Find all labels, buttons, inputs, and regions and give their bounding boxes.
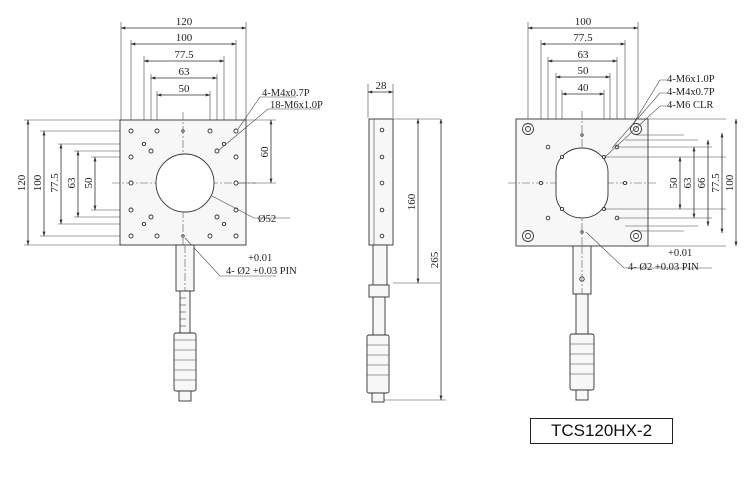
rear-clearance-holes	[522, 123, 642, 242]
front-dim-left-50: 50	[83, 177, 95, 189]
rear-pin-tolerance: +0.01	[668, 248, 692, 259]
front-dim-left-120: 120	[16, 174, 28, 191]
front-dim-top-50: 50	[179, 83, 191, 95]
rear-dim-right-63: 63	[682, 177, 694, 189]
side-micrometer-sleeve	[372, 296, 386, 336]
side-view: 28 160 265	[366, 80, 446, 403]
front-callout-m6: 18-M6x1.0P	[270, 100, 323, 111]
front-dim-left-63: 63	[66, 177, 78, 189]
side-micrometer-ratchet	[371, 392, 385, 403]
front-callout-m4: 4-M4x0.7P	[262, 88, 310, 99]
side-micrometer-thimble	[366, 334, 390, 394]
rear-callout-m6: 4-M6x1.0P	[667, 74, 715, 85]
rear-micrometer-sleeve	[575, 293, 589, 335]
rear-dim-top-50: 50	[578, 65, 590, 77]
side-dim-total-265: 265	[429, 251, 441, 268]
model-label: TCS120HX-2	[530, 418, 673, 444]
front-dim-top-100: 100	[176, 32, 193, 44]
rear-dim-right-50: 50	[668, 177, 680, 189]
front-pin-label: 4- Ø2 +0.03 PIN	[226, 266, 297, 277]
front-view: 120 100 77.5 63 50 120 100 77.5 63	[16, 16, 323, 402]
rear-callout-m4: 4-M4x0.7P	[667, 87, 715, 98]
side-screw-holes	[379, 127, 385, 239]
front-dim-top-77-5: 77.5	[174, 49, 194, 61]
side-dim-length-160: 160	[406, 193, 418, 210]
side-actuator-flange	[368, 284, 390, 298]
rear-dim-top-40: 40	[578, 82, 590, 94]
front-center-bore	[155, 153, 215, 213]
rear-micrometer-ratchet	[575, 389, 589, 401]
side-dim-width-28: 28	[376, 80, 388, 92]
rear-dim-right-77-5: 77.5	[710, 173, 722, 193]
front-dim-top-120: 120	[176, 16, 193, 28]
rear-dim-top-100: 100	[575, 16, 592, 28]
rear-slot-opening	[555, 147, 609, 219]
rear-view: 100 77.5 63 50 40	[508, 16, 738, 401]
front-dim-right-60: 60	[259, 146, 271, 158]
front-dim-left-77-5: 77.5	[49, 173, 61, 193]
front-micrometer-ratchet	[178, 390, 192, 402]
front-dim-top-63: 63	[179, 66, 191, 78]
model-number: TCS120HX-2	[550, 421, 653, 440]
front-pin-tolerance: +0.01	[248, 253, 272, 264]
rear-callout-m6-clr: 4-M6 CLR	[667, 100, 713, 111]
rear-dim-top-63: 63	[578, 49, 590, 61]
side-actuator-housing	[372, 244, 388, 286]
rear-dim-right-100: 100	[724, 174, 736, 191]
rear-pin-label: 4- Ø2 +0.03 PIN	[628, 262, 699, 273]
front-mounting-holes	[128, 128, 239, 239]
rear-dim-right-66: 66	[696, 177, 708, 189]
front-micrometer-thimble	[173, 332, 197, 392]
front-dim-left-100: 100	[32, 174, 44, 191]
rear-dim-top-77-5: 77.5	[573, 32, 593, 44]
rear-micrometer-thimble	[569, 333, 595, 391]
front-bore-label: Ø52	[258, 214, 276, 225]
